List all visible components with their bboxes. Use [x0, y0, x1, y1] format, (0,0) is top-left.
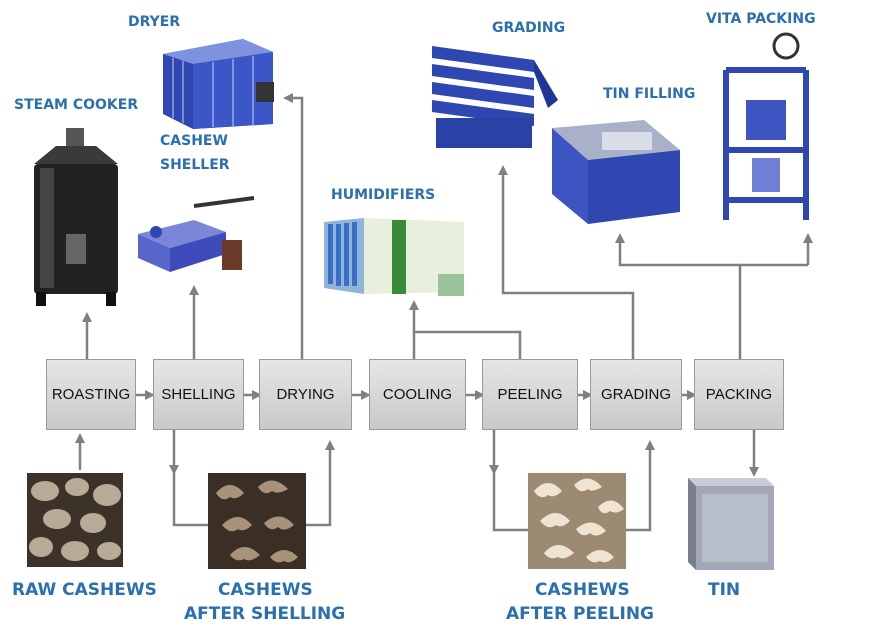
humidifiers-image — [324, 218, 464, 296]
label-after-peeling-line2: AFTER PEELING — [506, 604, 655, 624]
label-cashew-sheller-line1: CASHEW — [160, 133, 228, 149]
step-shelling: SHELLING — [153, 359, 244, 430]
label-dryer: DRYER — [128, 14, 181, 30]
cashews-after-shelling-image — [208, 473, 306, 569]
label-cashew-sheller-line2: SHELLER — [160, 157, 230, 173]
label-after-shelling-line2: AFTER SHELLING — [184, 604, 346, 624]
label-after-peeling-line1: CASHEWS — [535, 580, 630, 600]
label-after-shelling-line1: CASHEWS — [218, 580, 313, 600]
raw-cashews-image — [27, 473, 123, 567]
dryer-machine-image — [163, 39, 274, 129]
label-tin-filling: TIN FILLING — [603, 86, 696, 102]
step-drying: DRYING — [259, 359, 352, 430]
step-packing: PACKING — [694, 359, 784, 430]
cashew-sheller-image — [138, 196, 255, 272]
steam-cooker-image — [34, 128, 118, 306]
label-vita-packing: VITA PACKING — [706, 11, 816, 27]
step-grading: GRADING — [590, 359, 682, 430]
step-peeling: PEELING — [482, 359, 578, 430]
grading-machine-image — [432, 46, 558, 148]
label-humidifiers: HUMIDIFIERS — [331, 187, 436, 203]
cashews-after-peeling-image — [528, 473, 626, 569]
step-roasting: ROASTING — [46, 359, 136, 430]
step-cooling: COOLING — [369, 359, 466, 430]
label-tin: TIN — [708, 580, 741, 600]
label-steam-cooker: STEAM COOKER — [14, 97, 139, 113]
tin-image — [688, 478, 774, 570]
tin-filling-image — [552, 120, 680, 224]
label-grading-machine: GRADING — [492, 20, 566, 36]
label-raw-cashews: RAW CASHEWS — [12, 580, 157, 600]
vita-packing-image — [723, 32, 809, 220]
